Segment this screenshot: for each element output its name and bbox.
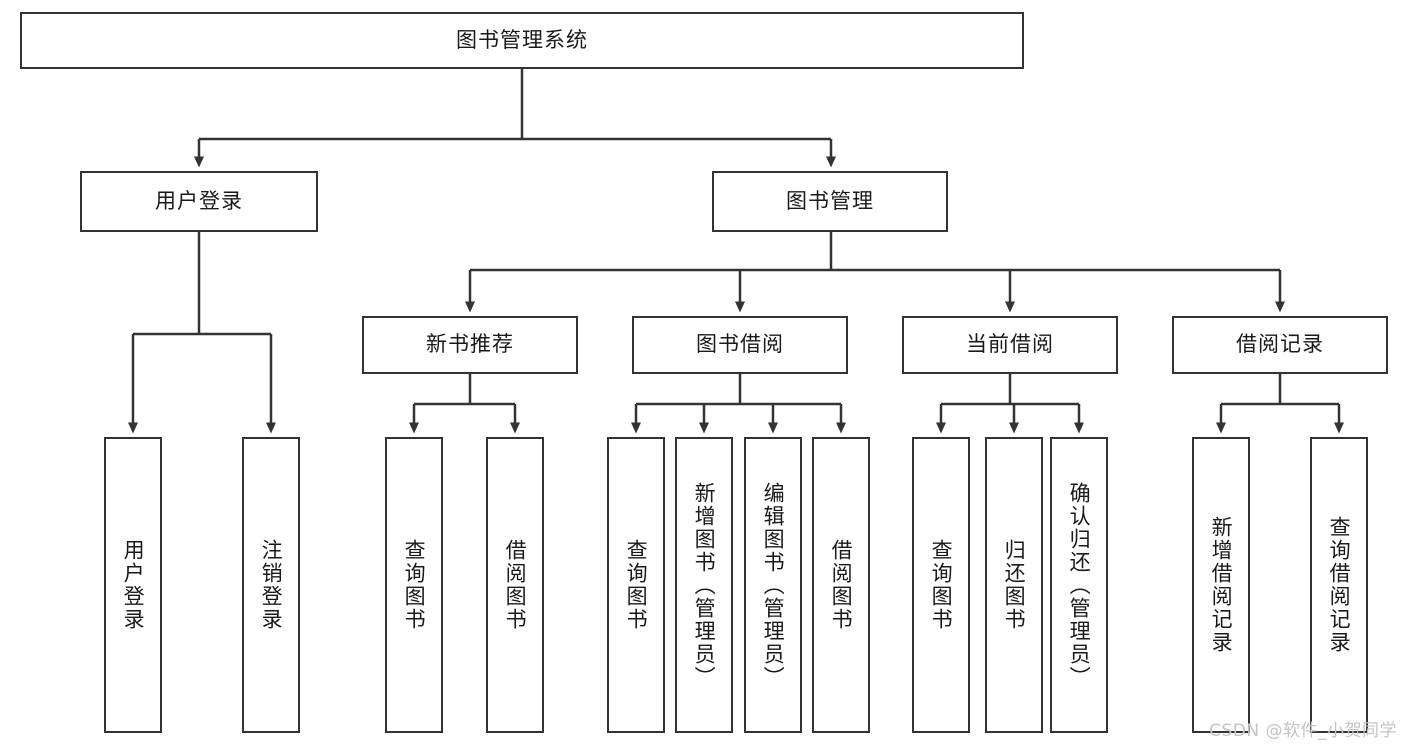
node-new-book-recommend-label: 新书推荐 [426,332,514,357]
leaf-borrow-query-book-label: 查询图书 [624,539,649,631]
leaf-current-confirm-return[interactable]: 确认归还（管理员） [1050,437,1108,733]
leaf-records-query-record[interactable]: 查询借阅记录 [1310,437,1368,733]
leaf-user-login[interactable]: 用户登录 [104,437,162,733]
node-current-borrow-label: 当前借阅 [966,332,1054,357]
node-user-login-label: 用户登录 [155,188,243,213]
node-borrow-records[interactable]: 借阅记录 [1172,316,1388,374]
leaf-borrow-edit-book-label: 编辑图书（管理员） [761,481,786,689]
node-borrow-records-label: 借阅记录 [1236,332,1324,357]
node-current-borrow[interactable]: 当前借阅 [902,316,1118,374]
node-book-management[interactable]: 图书管理 [712,171,948,232]
leaf-user-login-label: 用户登录 [121,539,146,631]
leaf-current-return-book-label: 归还图书 [1002,539,1027,631]
leaf-borrow-borrow-book-label: 借阅图书 [829,539,854,631]
leaf-current-return-book[interactable]: 归还图书 [985,437,1043,733]
leaf-borrow-add-book[interactable]: 新增图书（管理员） [675,437,733,733]
node-book-management-label: 图书管理 [786,188,874,213]
leaf-user-logout[interactable]: 注销登录 [242,437,300,733]
leaf-newbook-query-book-label: 查询图书 [402,539,427,631]
leaf-current-query-book-label: 查询图书 [929,539,954,631]
leaf-records-add-record[interactable]: 新增借阅记录 [1192,437,1250,733]
node-root-label: 图书管理系统 [456,27,588,52]
leaf-borrow-edit-book[interactable]: 编辑图书（管理员） [744,437,802,733]
leaf-records-add-record-label: 新增借阅记录 [1209,516,1234,654]
node-root[interactable]: 图书管理系统 [20,12,1024,69]
node-book-borrow[interactable]: 图书借阅 [632,316,848,374]
leaf-newbook-query-book[interactable]: 查询图书 [385,437,443,733]
leaf-borrow-query-book[interactable]: 查询图书 [607,437,665,733]
leaf-current-confirm-return-label: 确认归还（管理员） [1067,481,1092,689]
leaf-user-logout-label: 注销登录 [259,539,284,631]
node-user-login[interactable]: 用户登录 [80,171,318,232]
leaf-newbook-borrow-book-label: 借阅图书 [503,539,528,631]
leaf-current-query-book[interactable]: 查询图书 [912,437,970,733]
watermark: CSDN @软件_小贺同学 [1209,721,1397,741]
leaf-borrow-add-book-label: 新增图书（管理员） [692,481,717,689]
node-new-book-recommend[interactable]: 新书推荐 [362,316,578,374]
leaf-newbook-borrow-book[interactable]: 借阅图书 [486,437,544,733]
leaf-borrow-borrow-book[interactable]: 借阅图书 [812,437,870,733]
node-book-borrow-label: 图书借阅 [696,332,784,357]
leaf-records-query-record-label: 查询借阅记录 [1327,516,1352,654]
